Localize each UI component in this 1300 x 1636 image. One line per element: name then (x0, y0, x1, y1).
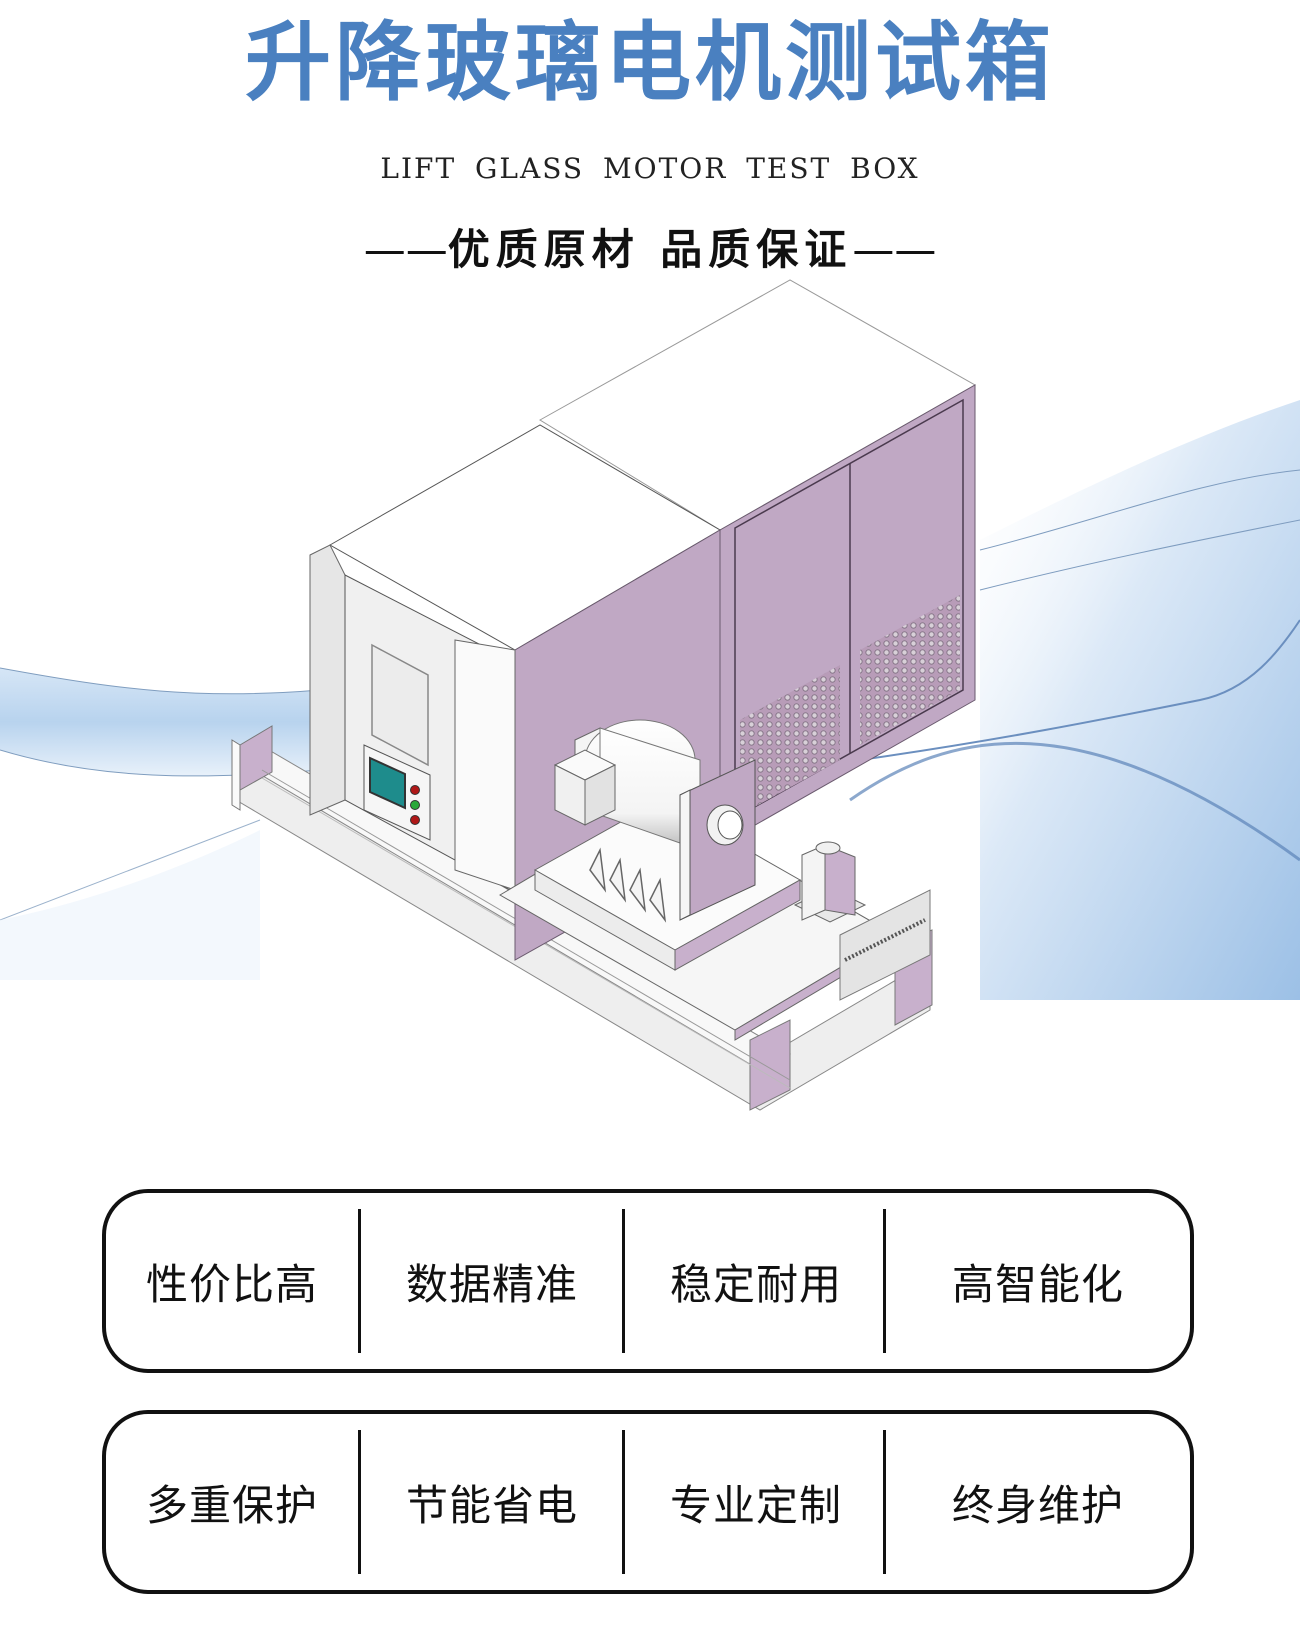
red-button-icon-2 (410, 815, 420, 825)
green-button-icon (410, 800, 420, 810)
red-button-icon (410, 785, 420, 795)
feature-professional-customization: 专业定制 (669, 1480, 842, 1530)
feature-accurate-data: 数据精准 (405, 1259, 578, 1309)
machine-illustration (0, 279, 1300, 1111)
divider (883, 1430, 886, 1574)
feature-stable-durable: 稳定耐用 (669, 1259, 842, 1309)
feature-lifetime-maintenance: 终身维护 (951, 1480, 1124, 1530)
feature-box-row-2: 多重保护 节能省电 专业定制 终身维护 (102, 1410, 1194, 1594)
slogan: ——优质原材 品质保证—— (0, 216, 1300, 277)
background-waves (0, 400, 1300, 1000)
divider (622, 1209, 625, 1353)
stepper-motor (793, 841, 931, 1001)
feature-multiple-protection: 多重保护 (145, 1480, 318, 1530)
slogan-dash-left: —— (363, 225, 448, 274)
divider (358, 1430, 361, 1574)
touch-screen (369, 756, 406, 810)
cabinet-back-unit (539, 279, 977, 846)
feature-box-row-1: 性价比高 数据精准 稳定耐用 高智能化 (102, 1189, 1194, 1373)
page-title: 升降玻璃电机测试箱 (245, 13, 1055, 113)
control-panel (363, 744, 431, 841)
test-motor (553, 719, 756, 923)
feature-cost-effective: 性价比高 (145, 1259, 318, 1309)
divider (883, 1209, 886, 1353)
feature-highly-intelligent: 高智能化 (951, 1259, 1124, 1309)
slogan-text: 优质原材 品质保证 (447, 225, 853, 274)
divider (622, 1430, 625, 1574)
divider (358, 1209, 361, 1353)
slogan-dash-right: —— (852, 225, 937, 274)
english-subtitle: LIFT GLASS MOTOR TEST BOX (380, 152, 920, 185)
feature-energy-saving: 节能省电 (405, 1480, 578, 1530)
